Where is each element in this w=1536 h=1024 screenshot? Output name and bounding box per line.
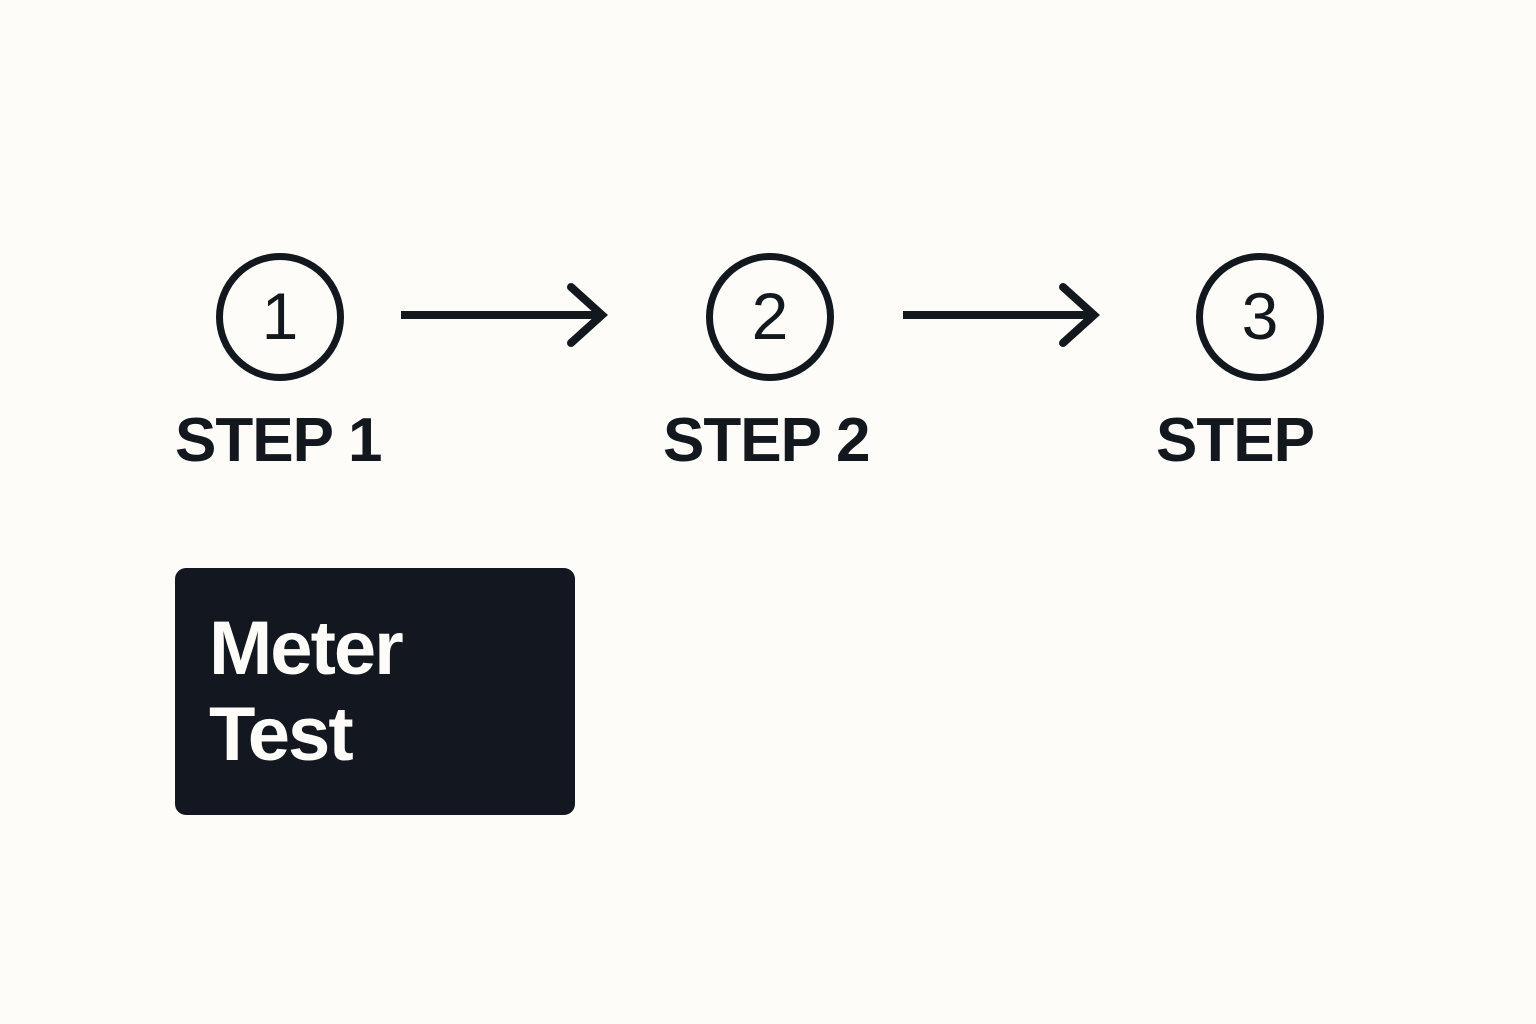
- step-item-2[interactable]: 2 STEP 2: [663, 253, 871, 472]
- step-number-3: 3: [1241, 279, 1279, 353]
- step-number-1: 1: [261, 279, 299, 353]
- card-title-line-1: Meter: [209, 605, 404, 691]
- step-number-circle-1: 1: [216, 253, 344, 381]
- step-item-3[interactable]: 3 STEP: [1156, 253, 1324, 472]
- arrow-right-icon: [903, 283, 1100, 347]
- step-number-2: 2: [751, 279, 789, 353]
- meter-test-card[interactable]: Meter Test: [175, 568, 575, 815]
- step-item-1[interactable]: 1 STEP 1: [175, 253, 383, 472]
- arrow-right-icon: [401, 283, 608, 347]
- step-label-1: STEP 1: [175, 406, 383, 475]
- step-number-circle-3: 3: [1196, 253, 1324, 381]
- step-flow-diagram: 1 STEP 1 2 STEP 2: [0, 0, 1536, 500]
- step-label-3: STEP: [1156, 406, 1315, 475]
- step-number-circle-2: 2: [706, 253, 834, 381]
- card-title-line-2: Test: [209, 691, 354, 777]
- step-label-2: STEP 2: [663, 406, 871, 475]
